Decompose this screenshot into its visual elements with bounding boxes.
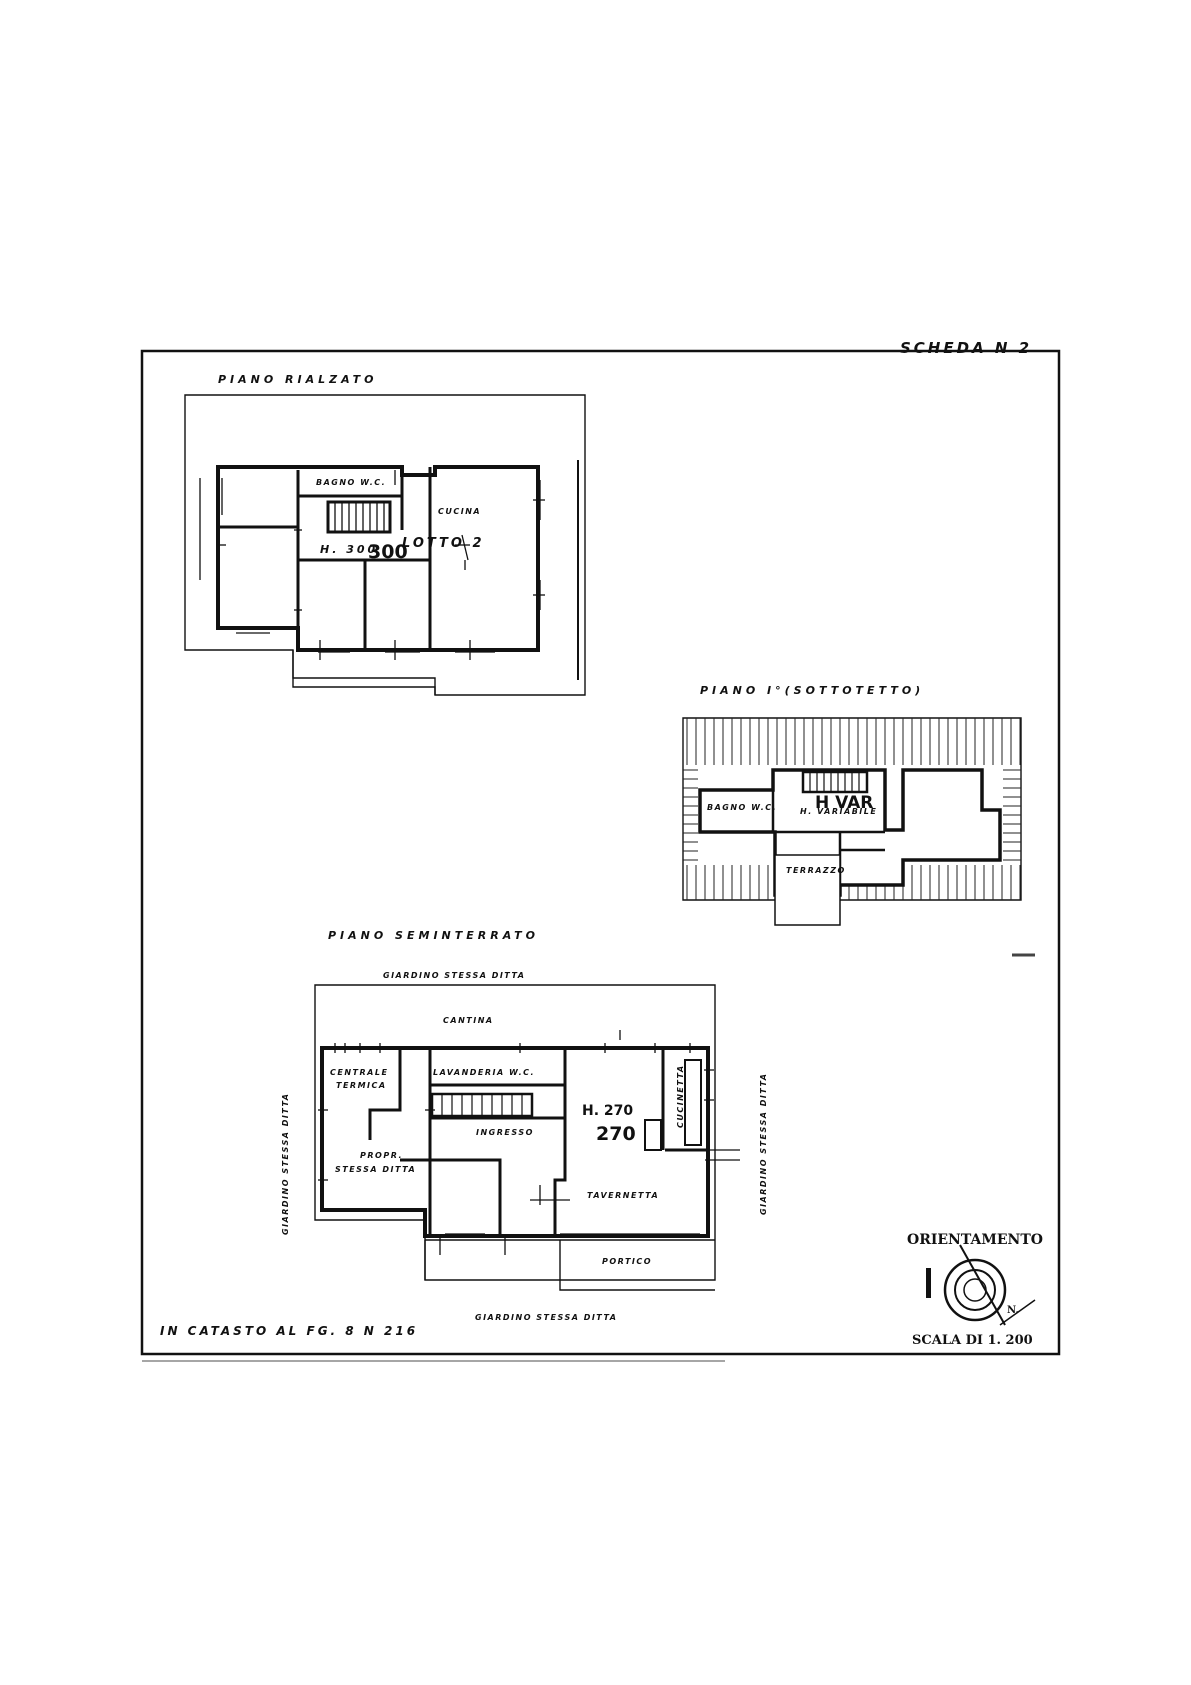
semibasement-tavern-label: TAVERNETTA xyxy=(587,1191,659,1200)
raised-floor-partitions xyxy=(218,467,432,650)
semibasement-height-handwritten: 270 xyxy=(596,1123,636,1145)
raised-floor-stair-treads xyxy=(334,502,385,532)
orientation-scale-label: SCALA DI 1. 200 xyxy=(912,1333,1033,1348)
semibasement-kitchenette-counter xyxy=(684,1059,702,1146)
attic-floor-title: PIANO I°(SOTTOTETTO) xyxy=(700,684,924,697)
attic-partitions xyxy=(771,790,885,885)
attic-terrace xyxy=(774,854,841,926)
attic-stair-treads xyxy=(809,772,860,792)
semibasement-floor-plan: PIANO SEMINTERRATO GIARDINO STESSA DITTA… xyxy=(281,929,768,1322)
semibasement-laundry-label: LAVANDERIA W.C. xyxy=(433,1068,535,1077)
attic-roof-outline xyxy=(682,717,1022,901)
raised-floor-lot-label: LOTTO 2 xyxy=(402,536,485,551)
raised-floor-window-marks xyxy=(199,470,545,660)
attic-stair xyxy=(801,770,869,794)
semibasement-height-label: H. 270 xyxy=(582,1103,633,1119)
semibasement-partitions xyxy=(368,1048,708,1236)
attic-terrace-label: TERRAZZO xyxy=(786,866,846,875)
raised-floor-height-handwritten: 300 xyxy=(368,541,408,563)
raised-floor-walls xyxy=(216,465,540,652)
semibasement-stair-treads xyxy=(441,1094,523,1116)
semibasement-heating-label-1: CENTRALE xyxy=(330,1068,388,1077)
raised-floor-height-label: H. 300 xyxy=(320,543,378,556)
raised-floor-title: PIANO RIALZATO xyxy=(218,373,377,386)
raised-floor-kitchen-label: CUCINA xyxy=(438,507,481,516)
cadastre-note: IN CATASTO AL FG. 8 N 216 xyxy=(160,1324,418,1338)
semibasement-kitchenette-label: CUCINETTA xyxy=(676,1064,685,1128)
semibasement-garden-right: GIARDINO STESSA DITTA xyxy=(759,1073,768,1215)
semibasement-window-marks xyxy=(318,1030,740,1255)
semibasement-garden-bottom: GIARDINO STESSA DITTA xyxy=(475,1313,617,1322)
compass-rose-icon xyxy=(926,1244,1036,1326)
orientation-north-label: N. xyxy=(1007,1305,1019,1316)
semibasement-garden-left: GIARDINO STESSA DITTA xyxy=(281,1093,290,1235)
semibasement-porch-label: PORTICO xyxy=(602,1257,652,1266)
raised-floor-stair xyxy=(326,500,392,534)
raised-floor-bath-label: BAGNO W.C. xyxy=(316,478,386,487)
raised-floor-plan: PIANO RIALZATO BAG xyxy=(184,373,586,696)
semibasement-garden-top: GIARDINO STESSA DITTA xyxy=(383,971,525,980)
semibasement-heating-label-2: TERMICA xyxy=(336,1081,387,1090)
attic-bath-label: BAGNO W.C. xyxy=(707,803,777,812)
orientation-title: ORIENTAMENTO xyxy=(907,1232,1043,1248)
semibasement-property-label-2: STESSA DITTA xyxy=(335,1165,416,1174)
semibasement-walls xyxy=(320,1046,710,1238)
attic-floor-plan: PIANO I°(SOTTOTETTO) BAGNO W.C. H. VARIA… xyxy=(682,684,1022,926)
semibasement-entrance-label: INGRESSO xyxy=(476,1128,534,1137)
semibasement-niche xyxy=(644,1119,662,1151)
semibasement-porch-outline xyxy=(424,1239,715,1291)
sheet-title: SCHEDA N 2 xyxy=(900,339,1032,357)
attic-variable-height-handwritten: H VAR xyxy=(815,793,873,813)
semibasement-property-label-1: PROPR. xyxy=(360,1151,403,1160)
semibasement-cellar-label: CANTINA xyxy=(443,1016,494,1025)
raised-floor-terrace-outline xyxy=(292,650,436,695)
attic-variable-height-label: H. VARIABILE xyxy=(800,807,877,816)
orientation-block: ORIENTAMENTO N. SCALA DI 1. 200 xyxy=(907,1232,1043,1348)
semibasement-title: PIANO SEMINTERRATO xyxy=(328,929,539,942)
sheet-frame xyxy=(140,349,1061,1356)
